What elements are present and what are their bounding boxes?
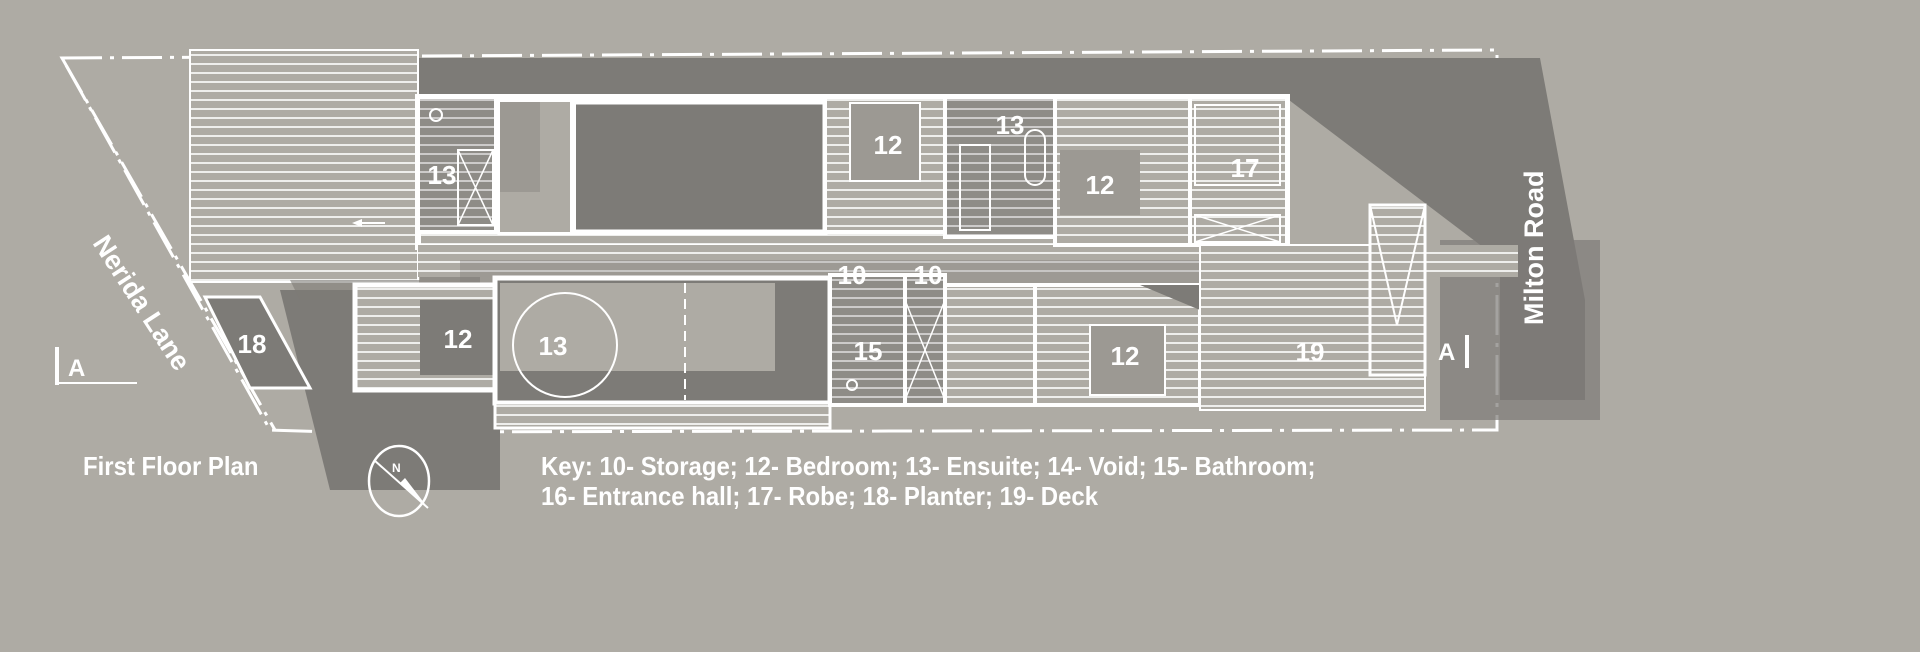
key-line-1: Key: 10- Storage; 12- Bedroom; 13- Ensui… bbox=[541, 451, 1316, 481]
street-label-right: Milton Road bbox=[1519, 171, 1549, 325]
room-label-ensuite: 13 bbox=[428, 160, 457, 190]
room-label-bedroom: 12 bbox=[1086, 170, 1115, 200]
svg-text:N: N bbox=[392, 461, 401, 475]
room-label-bedroom: 12 bbox=[874, 130, 903, 160]
section-marker-right: A bbox=[1438, 335, 1469, 368]
room-label-bathroom: 15 bbox=[854, 336, 883, 366]
room-label-storage: 10 bbox=[914, 260, 943, 290]
north-arrow-icon: N bbox=[367, 444, 431, 518]
section-marker-left: A bbox=[55, 347, 137, 385]
room-label-planter: 18 bbox=[238, 329, 267, 359]
planter bbox=[202, 295, 313, 390]
roof-shadow bbox=[418, 58, 1585, 400]
deck-left bbox=[189, 49, 419, 283]
plan-title: First Floor Plan bbox=[83, 451, 259, 481]
room-label-bedroom: 12 bbox=[1111, 341, 1140, 371]
room-label-bedroom: 12 bbox=[444, 324, 473, 354]
arrow-head-icon bbox=[352, 219, 362, 227]
room-label-deck: 19 bbox=[1296, 337, 1325, 367]
room-label-ensuite: 13 bbox=[539, 331, 568, 361]
room-label-ensuite: 13 bbox=[996, 110, 1025, 140]
room-label-robe: 17 bbox=[1231, 153, 1260, 183]
room-label-storage: 10 bbox=[838, 260, 867, 290]
street-label-left: Nerida Lane bbox=[87, 230, 196, 376]
key-line-2: 16- Entrance hall; 17- Robe; 18- Planter… bbox=[541, 481, 1099, 511]
svg-text:A: A bbox=[68, 355, 85, 382]
svg-text:A: A bbox=[1438, 339, 1455, 366]
